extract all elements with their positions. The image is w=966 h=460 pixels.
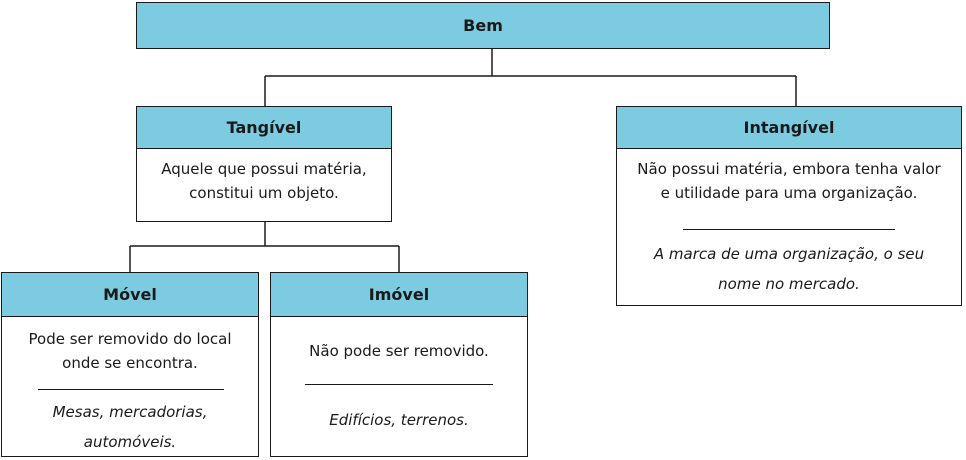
node-intangivel-description: Não possui matéria, embora tenha valor e… [637,160,941,202]
node-intangivel-title: Intangível [617,107,961,149]
node-bem: Bem [136,2,830,49]
node-intangivel-divider [683,229,895,230]
node-tangivel: Tangível Aquele que possui matéria, cons… [136,106,392,222]
node-intangivel-example: A marca de uma organização, o seu nome n… [653,245,925,293]
node-intangivel: Intangível Não possui matéria, embora te… [616,106,962,306]
node-imovel: Imóvel Não pode ser removido. Edifícios,… [270,272,528,457]
node-imovel-description: Não pode ser removido. [309,342,489,360]
node-bem-title: Bem [137,3,829,48]
node-tangivel-description: Aquele que possui matéria, constitui um … [161,160,367,202]
node-movel-example: Mesas, mercadorias, automóveis. [52,403,208,451]
node-movel-title: Móvel [2,273,258,317]
node-movel-divider [38,389,224,390]
node-tangivel-title: Tangível [137,107,391,149]
node-movel: Móvel Pode ser removido do local onde se… [1,272,259,457]
node-imovel-example: Edifícios, terrenos. [329,411,469,429]
node-movel-description: Pode ser removido do local onde se encon… [28,330,232,372]
node-imovel-divider [305,384,493,385]
node-imovel-title: Imóvel [271,273,527,317]
